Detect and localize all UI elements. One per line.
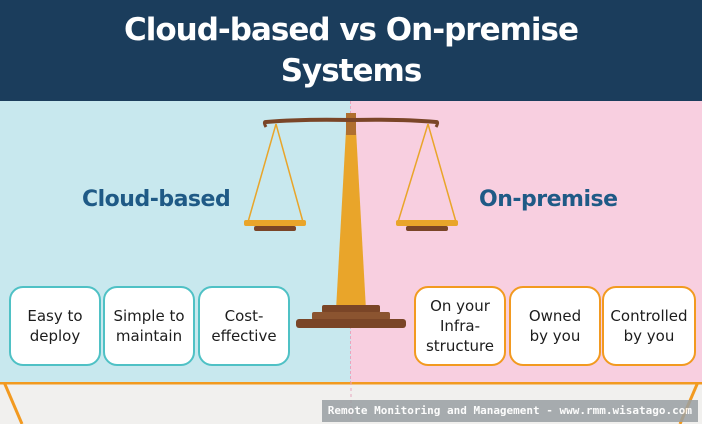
card-easy-to-deploy: Easy to deploy — [9, 286, 101, 366]
watermark-footer: Remote Monitoring and Management - www.r… — [321, 400, 698, 422]
scale-base-top — [322, 305, 380, 313]
cloud-based-label: Cloud-based — [82, 187, 231, 212]
page-title: Cloud-based vs On-premise Systems — [0, 10, 702, 92]
scale-beam — [266, 117, 436, 124]
scale-base — [296, 319, 406, 328]
card-controlled-by-you: Controlled by you — [602, 286, 696, 366]
header-banner: Cloud-based vs On-premise Systems — [0, 0, 702, 101]
title-line-1: Cloud-based vs On-premise — [123, 12, 579, 48]
card-owned-by-you: Owned by you — [509, 286, 601, 366]
on-premise-label: On-premise — [479, 187, 618, 212]
scale-pillar-top — [346, 113, 356, 135]
scale-pillar — [336, 130, 366, 310]
right-pan — [396, 220, 458, 226]
title-line-2: Systems — [280, 53, 423, 89]
card-simple-to-maintain: Simple to maintain — [103, 286, 195, 366]
card-on-your-infrastructure: On your Infra- structure — [414, 286, 506, 366]
left-pan — [244, 220, 306, 226]
card-cost-effective: Cost- effective — [198, 286, 290, 366]
